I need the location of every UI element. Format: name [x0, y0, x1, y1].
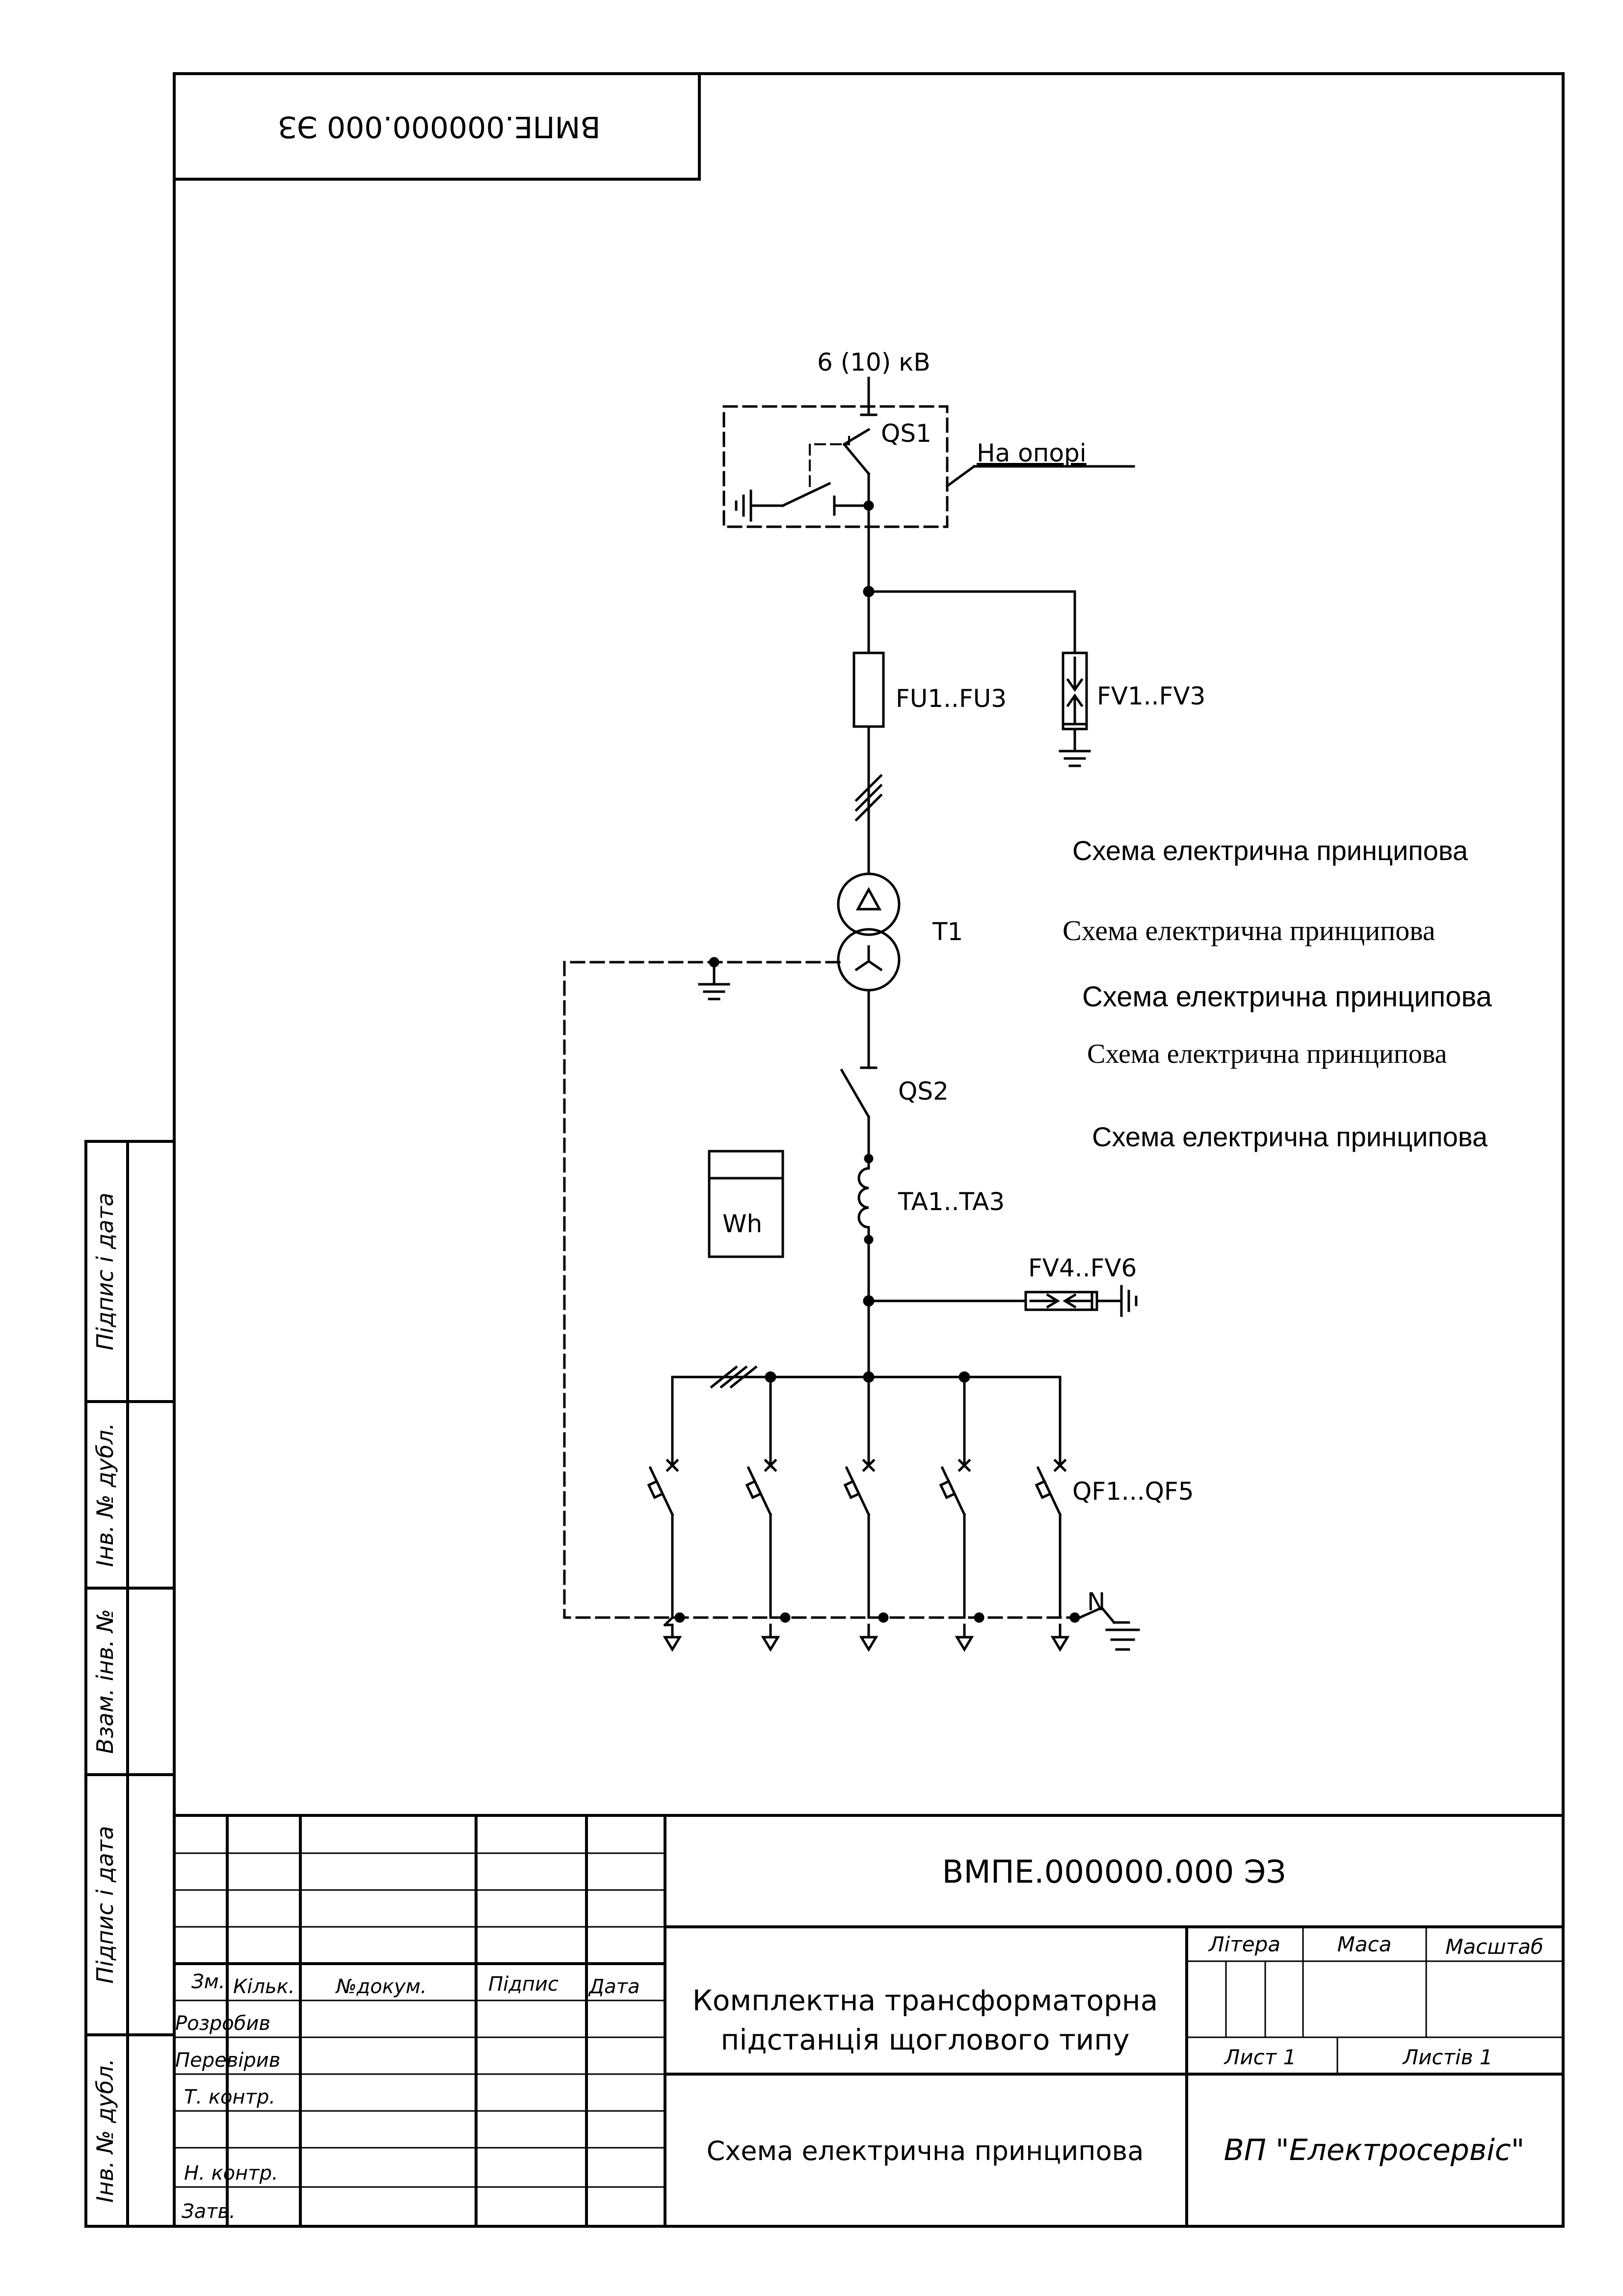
- role-pereviryv: Перевірив: [175, 2049, 280, 2072]
- label-n: N: [1087, 1588, 1105, 1616]
- col-header-doc: №докум.: [335, 1975, 426, 1998]
- label-masa: Маса: [1337, 1932, 1392, 1956]
- label-qs1: QS1: [881, 419, 931, 448]
- overlay-title-4: Схема електрична принципова: [1087, 1039, 1447, 1069]
- doc-code-main: ВМПЕ.000000.000 ЭЗ: [942, 1854, 1286, 1891]
- fu1-fu3-fuse: [852, 651, 885, 728]
- feeders-qf1-qf5: [647, 1376, 1140, 1652]
- col-header-date: Дата: [588, 1975, 640, 1998]
- overlay-title-5: Схема електрична принципова: [1092, 1121, 1488, 1152]
- label-fv4-fv6: FV4..FV6: [1028, 1254, 1137, 1282]
- label-voltage: 6 (10) кВ: [817, 348, 931, 377]
- qs1-enclosure: [722, 405, 949, 528]
- role-razrobyv: Розробив: [175, 2012, 270, 2035]
- title-block-grid: [173, 1814, 1565, 2228]
- role-nkontr: Н. контр.: [184, 2162, 278, 2185]
- organization-name: ВП "Електросервіс": [1224, 2133, 1525, 2167]
- col-header-zm: Зм.: [191, 1971, 225, 1993]
- label-qf: QF1...QF5: [1072, 1477, 1194, 1506]
- label-fv1-fv3: FV1..FV3: [1097, 682, 1205, 710]
- label-t1: T1: [932, 918, 963, 946]
- label-lystiv: Листів 1: [1402, 2045, 1493, 2069]
- label-masshtab: Масштаб: [1445, 1935, 1543, 1959]
- label-wh: Wh: [722, 1210, 762, 1238]
- label-on-pole: На опорі: [977, 439, 1087, 467]
- product-name-line1: Комплектна трансформаторна: [692, 1984, 1158, 2017]
- label-fu: FU1..FU3: [896, 684, 1007, 713]
- role-zatv: Затв.: [182, 2200, 236, 2223]
- side-label-inv-dubl-1: Інв. № дубл.: [92, 1423, 118, 1567]
- electrical-schematic: [563, 377, 1138, 1619]
- role-tkontr: Т. контр.: [184, 2086, 275, 2108]
- overlay-title-3: Схема електрична принципова: [1082, 981, 1492, 1013]
- col-header-kilk: Кільк.: [233, 1975, 295, 1998]
- doc-title: Схема електрична принципова: [707, 2135, 1144, 2166]
- stamp-code-top: ВМПЕ.000000.000 ЭЗ: [278, 109, 600, 144]
- product-name-line2: підстанція щоглового типу: [720, 2023, 1129, 2056]
- side-label-sign-date-2: Підпис і дата: [92, 1826, 118, 1983]
- label-litera: Літера: [1208, 1932, 1280, 1956]
- t1-primary-winding: [837, 872, 901, 936]
- overlay-title-1: Схема електрична принципова: [1072, 835, 1468, 866]
- side-strip: [84, 1140, 176, 2228]
- label-ta: TA1..TA3: [898, 1188, 1005, 1216]
- side-label-inv-dubl-2: Інв. № дубл.: [92, 2058, 118, 2203]
- wh-meter: [708, 1150, 784, 1258]
- label-qs2: QS2: [898, 1077, 949, 1106]
- col-header-sign: Підпис: [488, 1973, 559, 1996]
- drawing-frame: [173, 72, 1565, 2228]
- side-label-vzam-inv: Взам. інв. №: [92, 1609, 118, 1754]
- top-stamp-box: [173, 72, 701, 181]
- label-list: Лист 1: [1224, 2045, 1297, 2069]
- overlay-title-2: Схема електрична принципова: [1063, 915, 1436, 946]
- side-label-sign-date-1: Підпис і дата: [92, 1192, 118, 1350]
